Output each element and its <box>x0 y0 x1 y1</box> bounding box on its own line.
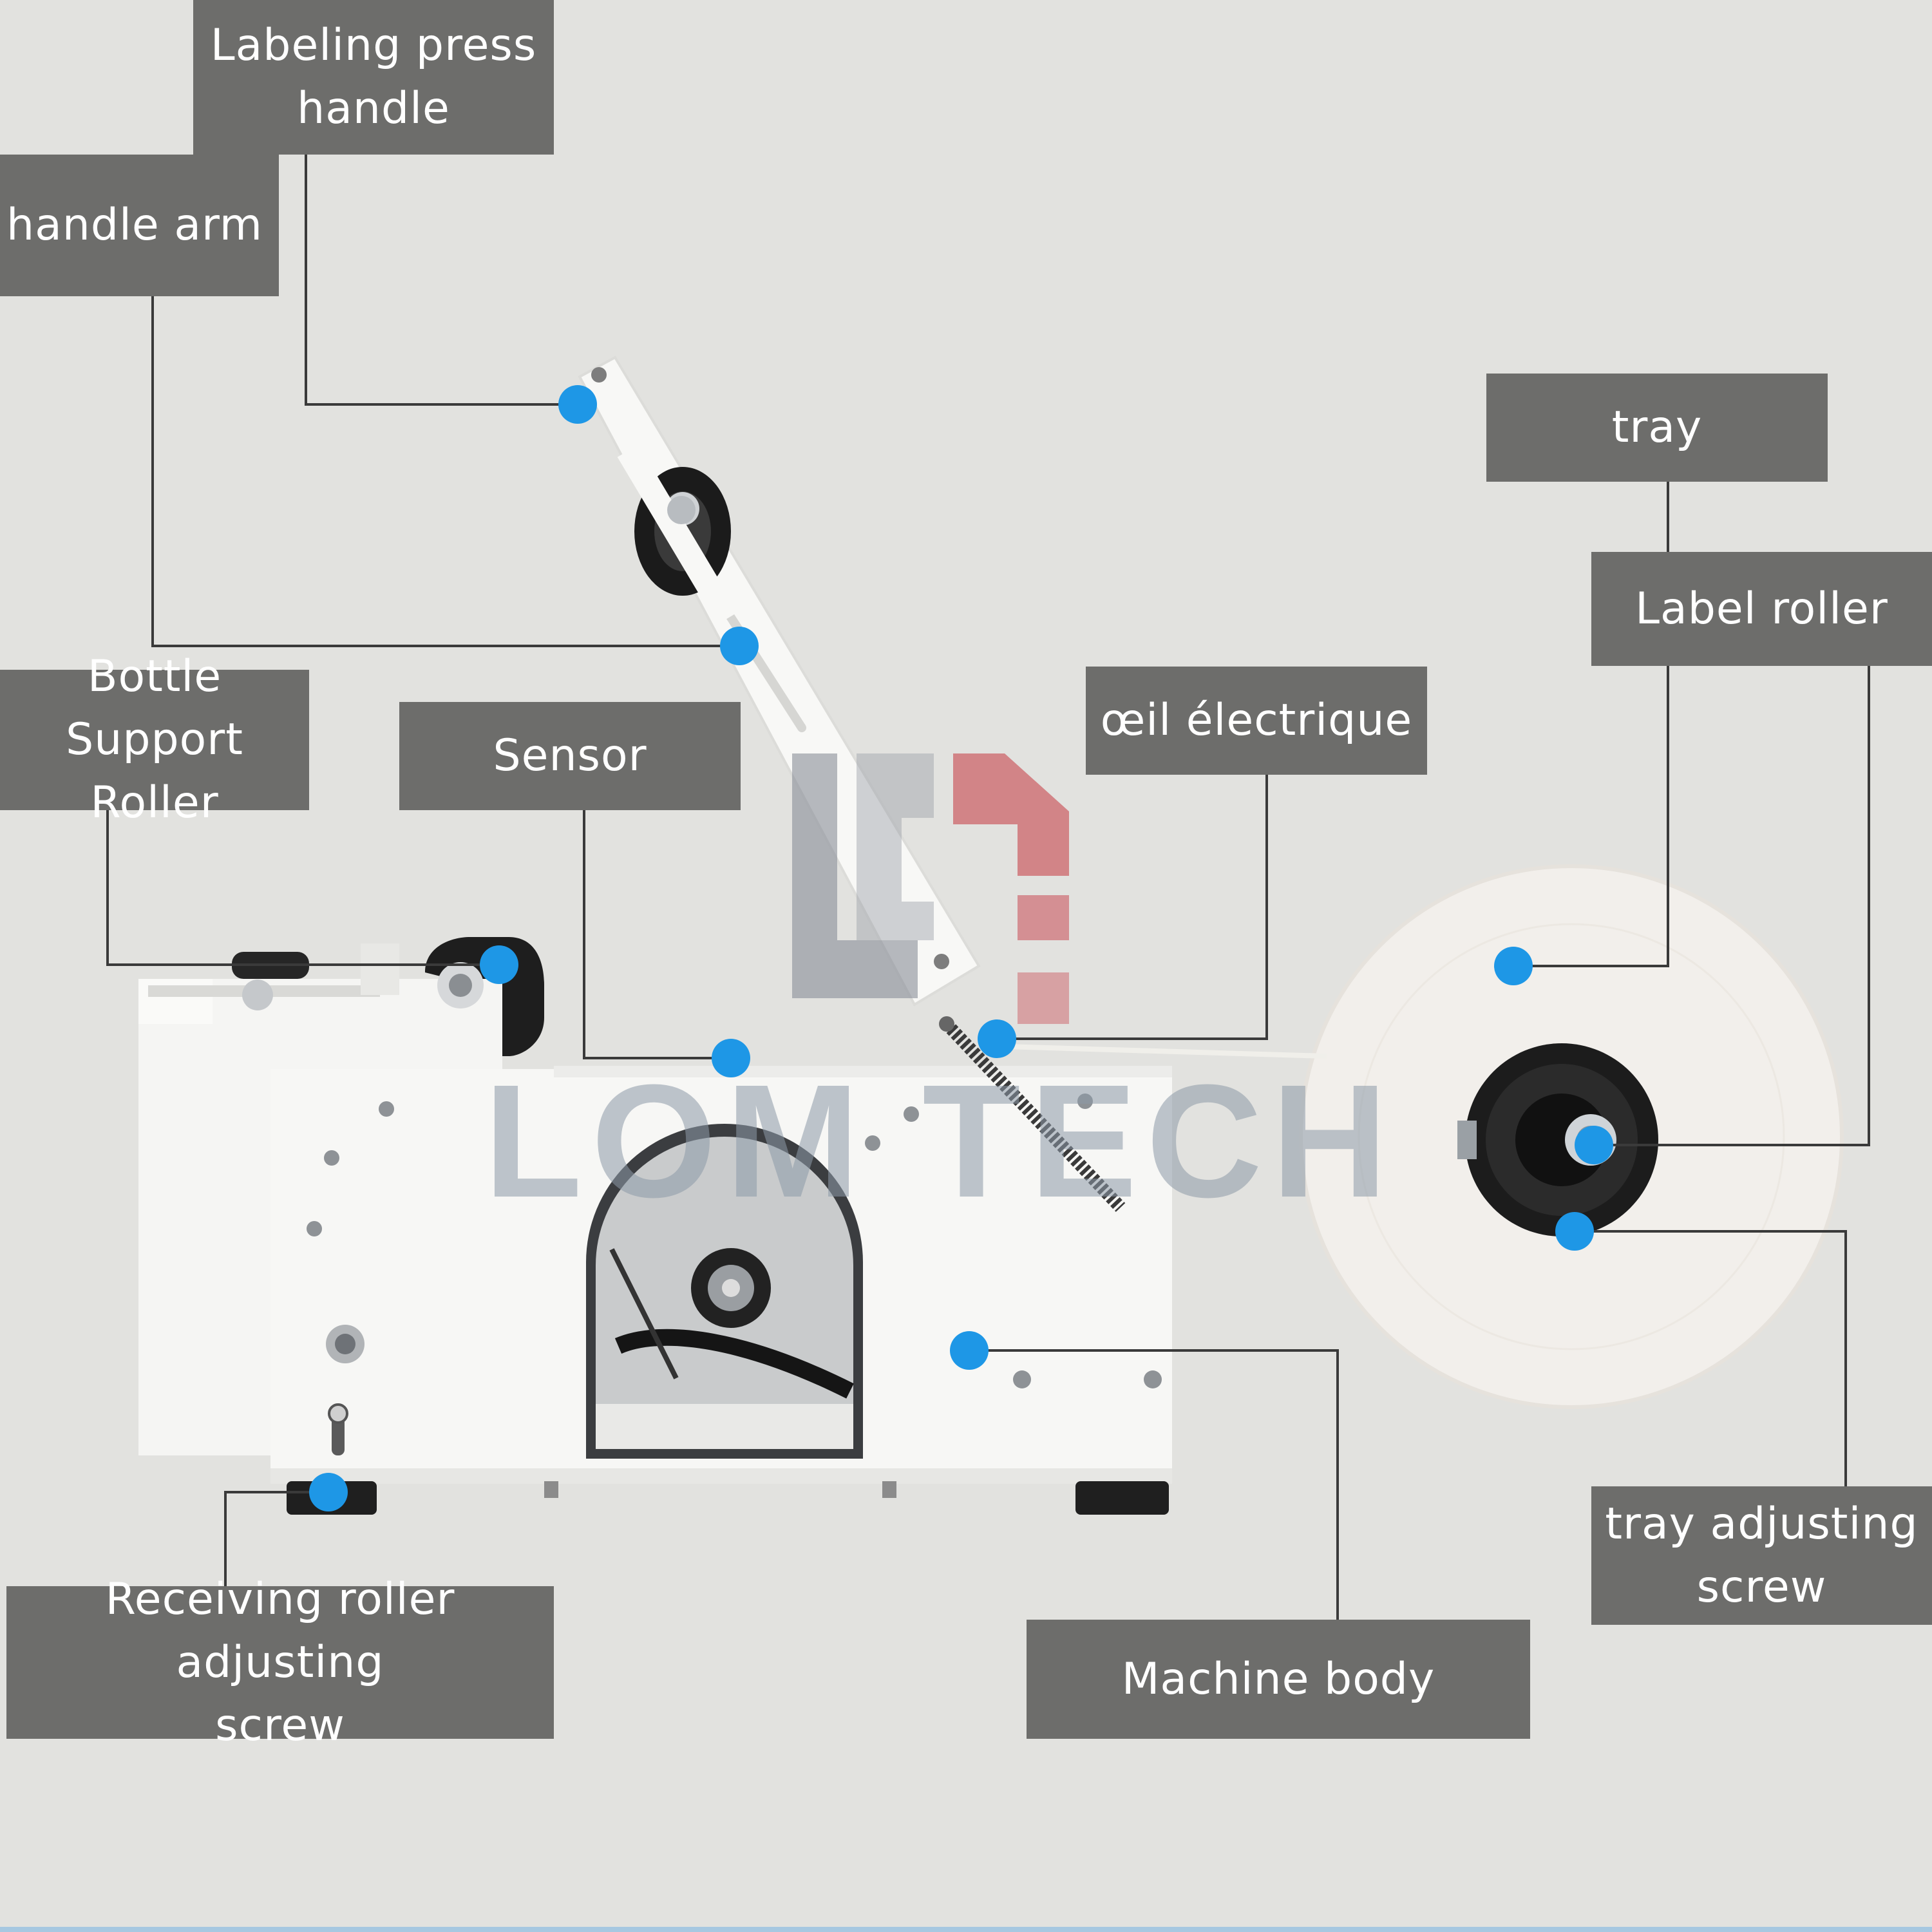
marker-labeling-press-handle <box>558 385 597 424</box>
marker-receiving-roller-adjusting-screw <box>309 1473 348 1511</box>
leader-lines <box>106 155 1870 1620</box>
label-receiving-roller-adjusting-screw: Receiving roller adjusting screw <box>6 1574 554 1751</box>
marker-tray-adjusting-screw <box>1555 1212 1594 1251</box>
marker-handle-arm <box>720 627 759 665</box>
label-sensor: Sensor <box>399 702 741 810</box>
marker-label-roller <box>1575 1126 1613 1164</box>
label-bottle-support-roller: Bottle Support Roller <box>0 651 309 828</box>
marker-oeil-electrique <box>978 1019 1016 1058</box>
marker-tray <box>1494 947 1533 985</box>
marker-dots <box>309 385 1613 1511</box>
marker-bottle-support-roller <box>480 945 518 984</box>
label-labeling-press-handle: Labeling press handle <box>193 0 554 155</box>
label-handle-arm: handle arm <box>0 155 279 296</box>
label-oeil-electrique: œil électrique <box>1086 667 1427 775</box>
handle-arm-shape <box>578 355 981 1007</box>
label-tray-adjusting-screw: tray adjusting screw <box>1591 1486 1932 1625</box>
label-tray: tray <box>1486 374 1828 482</box>
label-label-roller: Label roller <box>1591 552 1932 666</box>
watermark-text: LOM TECH <box>484 1051 1396 1231</box>
label-machine-body: Machine body <box>1027 1620 1530 1739</box>
watermark-logo <box>792 753 1069 1024</box>
marker-machine-body <box>950 1331 989 1370</box>
marker-sensor <box>712 1039 750 1077</box>
